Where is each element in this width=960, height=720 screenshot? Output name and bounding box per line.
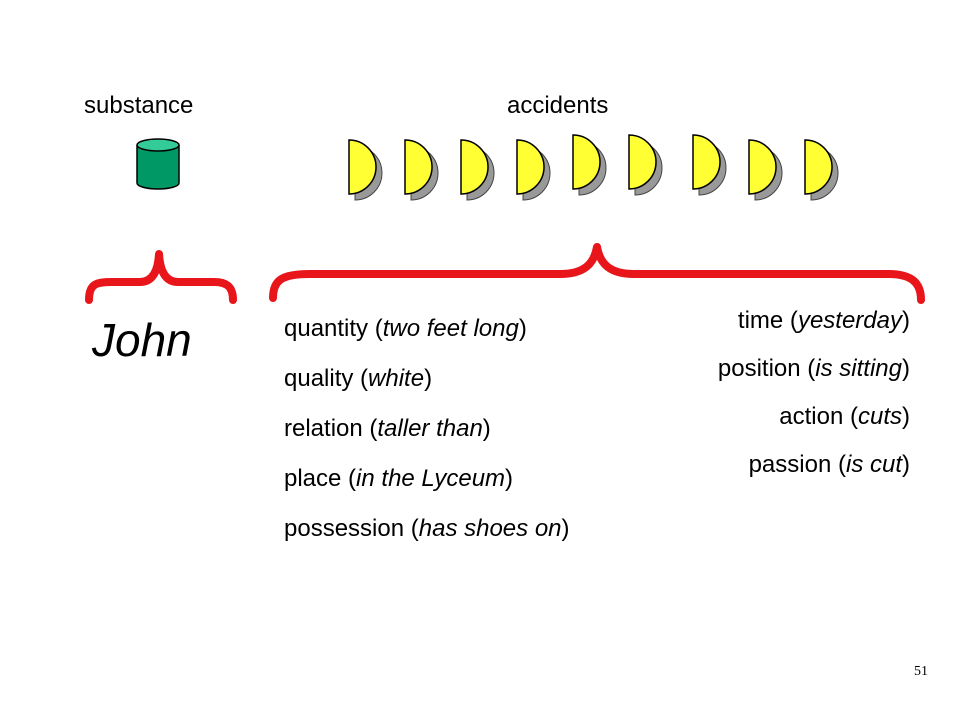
- category-name: position: [717, 355, 801, 382]
- half-moon-icon: [404, 139, 439, 201]
- category-name: place: [284, 465, 342, 492]
- category-example: in the Lyceum: [356, 465, 506, 492]
- category-name: action: [779, 403, 844, 430]
- category-name: passion: [748, 451, 832, 478]
- category-name: quality: [284, 365, 354, 392]
- substance-brace: [85, 250, 237, 304]
- page-number: 51: [914, 664, 928, 679]
- half-moon-icon: [516, 139, 551, 201]
- half-moon-icon: [572, 134, 607, 196]
- category-example: cuts: [857, 403, 902, 430]
- category-name: quantity: [284, 315, 369, 342]
- category-quality: quality (white): [284, 365, 433, 392]
- category-example: white: [368, 365, 425, 392]
- category-name: possession: [284, 515, 405, 542]
- category-quantity: quantity (two feet long): [284, 315, 527, 342]
- substance-label: substance: [84, 92, 194, 119]
- category-place: place (in the Lyceum): [284, 465, 514, 492]
- accidents-brace: [269, 243, 925, 304]
- category-example: is sitting: [815, 355, 902, 382]
- category-example: two feet long: [382, 315, 519, 342]
- category-possession: possession (has shoes on): [284, 515, 570, 542]
- half-moon-icon: [748, 139, 783, 201]
- accidents-label: accidents: [507, 92, 609, 119]
- category-example: is cut: [845, 451, 902, 478]
- category-example: taller than: [377, 415, 483, 442]
- half-moon-icon: [692, 134, 727, 196]
- category-example: yesterday: [797, 307, 902, 334]
- category-position: position (is sitting): [717, 355, 910, 382]
- subject-john: John: [92, 314, 192, 366]
- category-name: relation: [284, 415, 363, 442]
- cylinder-icon: [136, 138, 180, 190]
- category-example: has shoes on: [418, 515, 562, 542]
- half-moon-icon: [804, 139, 839, 201]
- half-moon-icon: [460, 139, 495, 201]
- half-moon-icon: [348, 139, 383, 201]
- category-time: time (yesterday): [737, 307, 910, 334]
- category-action: action (cuts): [779, 403, 910, 430]
- accident-icons: [348, 134, 839, 201]
- left-category-list: quantity (two feet long) quality (white) r…: [284, 314, 570, 564]
- half-moon-icon: [628, 134, 663, 196]
- category-relation: relation (taller than): [284, 415, 491, 442]
- right-category-list: time (yesterday) position (is sitting) act…: [718, 306, 910, 498]
- category-passion: passion (is cut): [748, 451, 910, 478]
- category-name: time: [737, 307, 784, 334]
